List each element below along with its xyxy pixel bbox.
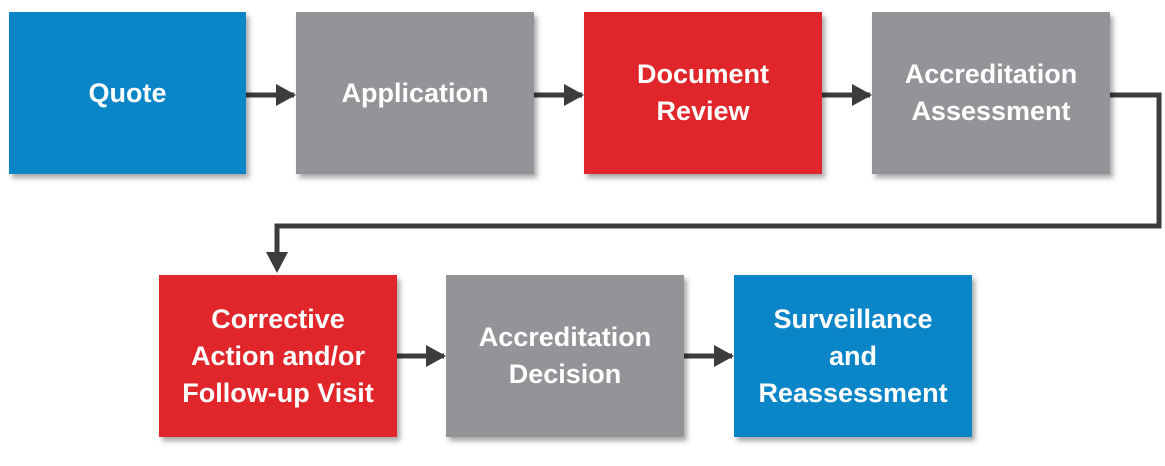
step-corrective-action: Corrective Action and/or Follow-up Visit: [159, 275, 397, 437]
step-accreditation-decision-label: Accreditation Decision: [478, 322, 652, 389]
step-application-label: Application: [341, 77, 489, 108]
arrowhead-assessment-to-corrective-action: [266, 252, 288, 273]
arrow-assessment-to-corrective-action: [274, 92, 1162, 256]
step-document-review: Document Review: [584, 12, 822, 174]
step-quote: Quote: [9, 12, 246, 174]
arrowhead-application-to-document-review: [564, 84, 584, 106]
step-surveillance-reassessment-label: Surveillance and Reassessment: [758, 303, 948, 408]
step-application: Application: [296, 12, 534, 174]
step-accreditation-decision: Accreditation Decision: [446, 275, 684, 437]
arrowhead-document-review-to-assessment: [852, 84, 872, 106]
step-document-review-label: Document Review: [636, 59, 769, 126]
arrowhead-quote-to-application: [276, 84, 296, 106]
step-accreditation-assessment-label: Accreditation Assessment: [904, 59, 1078, 126]
step-quote-label: Quote: [88, 77, 167, 108]
step-surveillance-reassessment: Surveillance and Reassessment: [734, 275, 972, 437]
step-accreditation-assessment: Accreditation Assessment: [872, 12, 1110, 174]
arrowhead-decision-to-surveillance: [714, 345, 734, 367]
step-corrective-action-label: Corrective Action and/or Follow-up Visit: [182, 303, 374, 408]
arrowhead-corrective-action-to-decision: [426, 345, 446, 367]
